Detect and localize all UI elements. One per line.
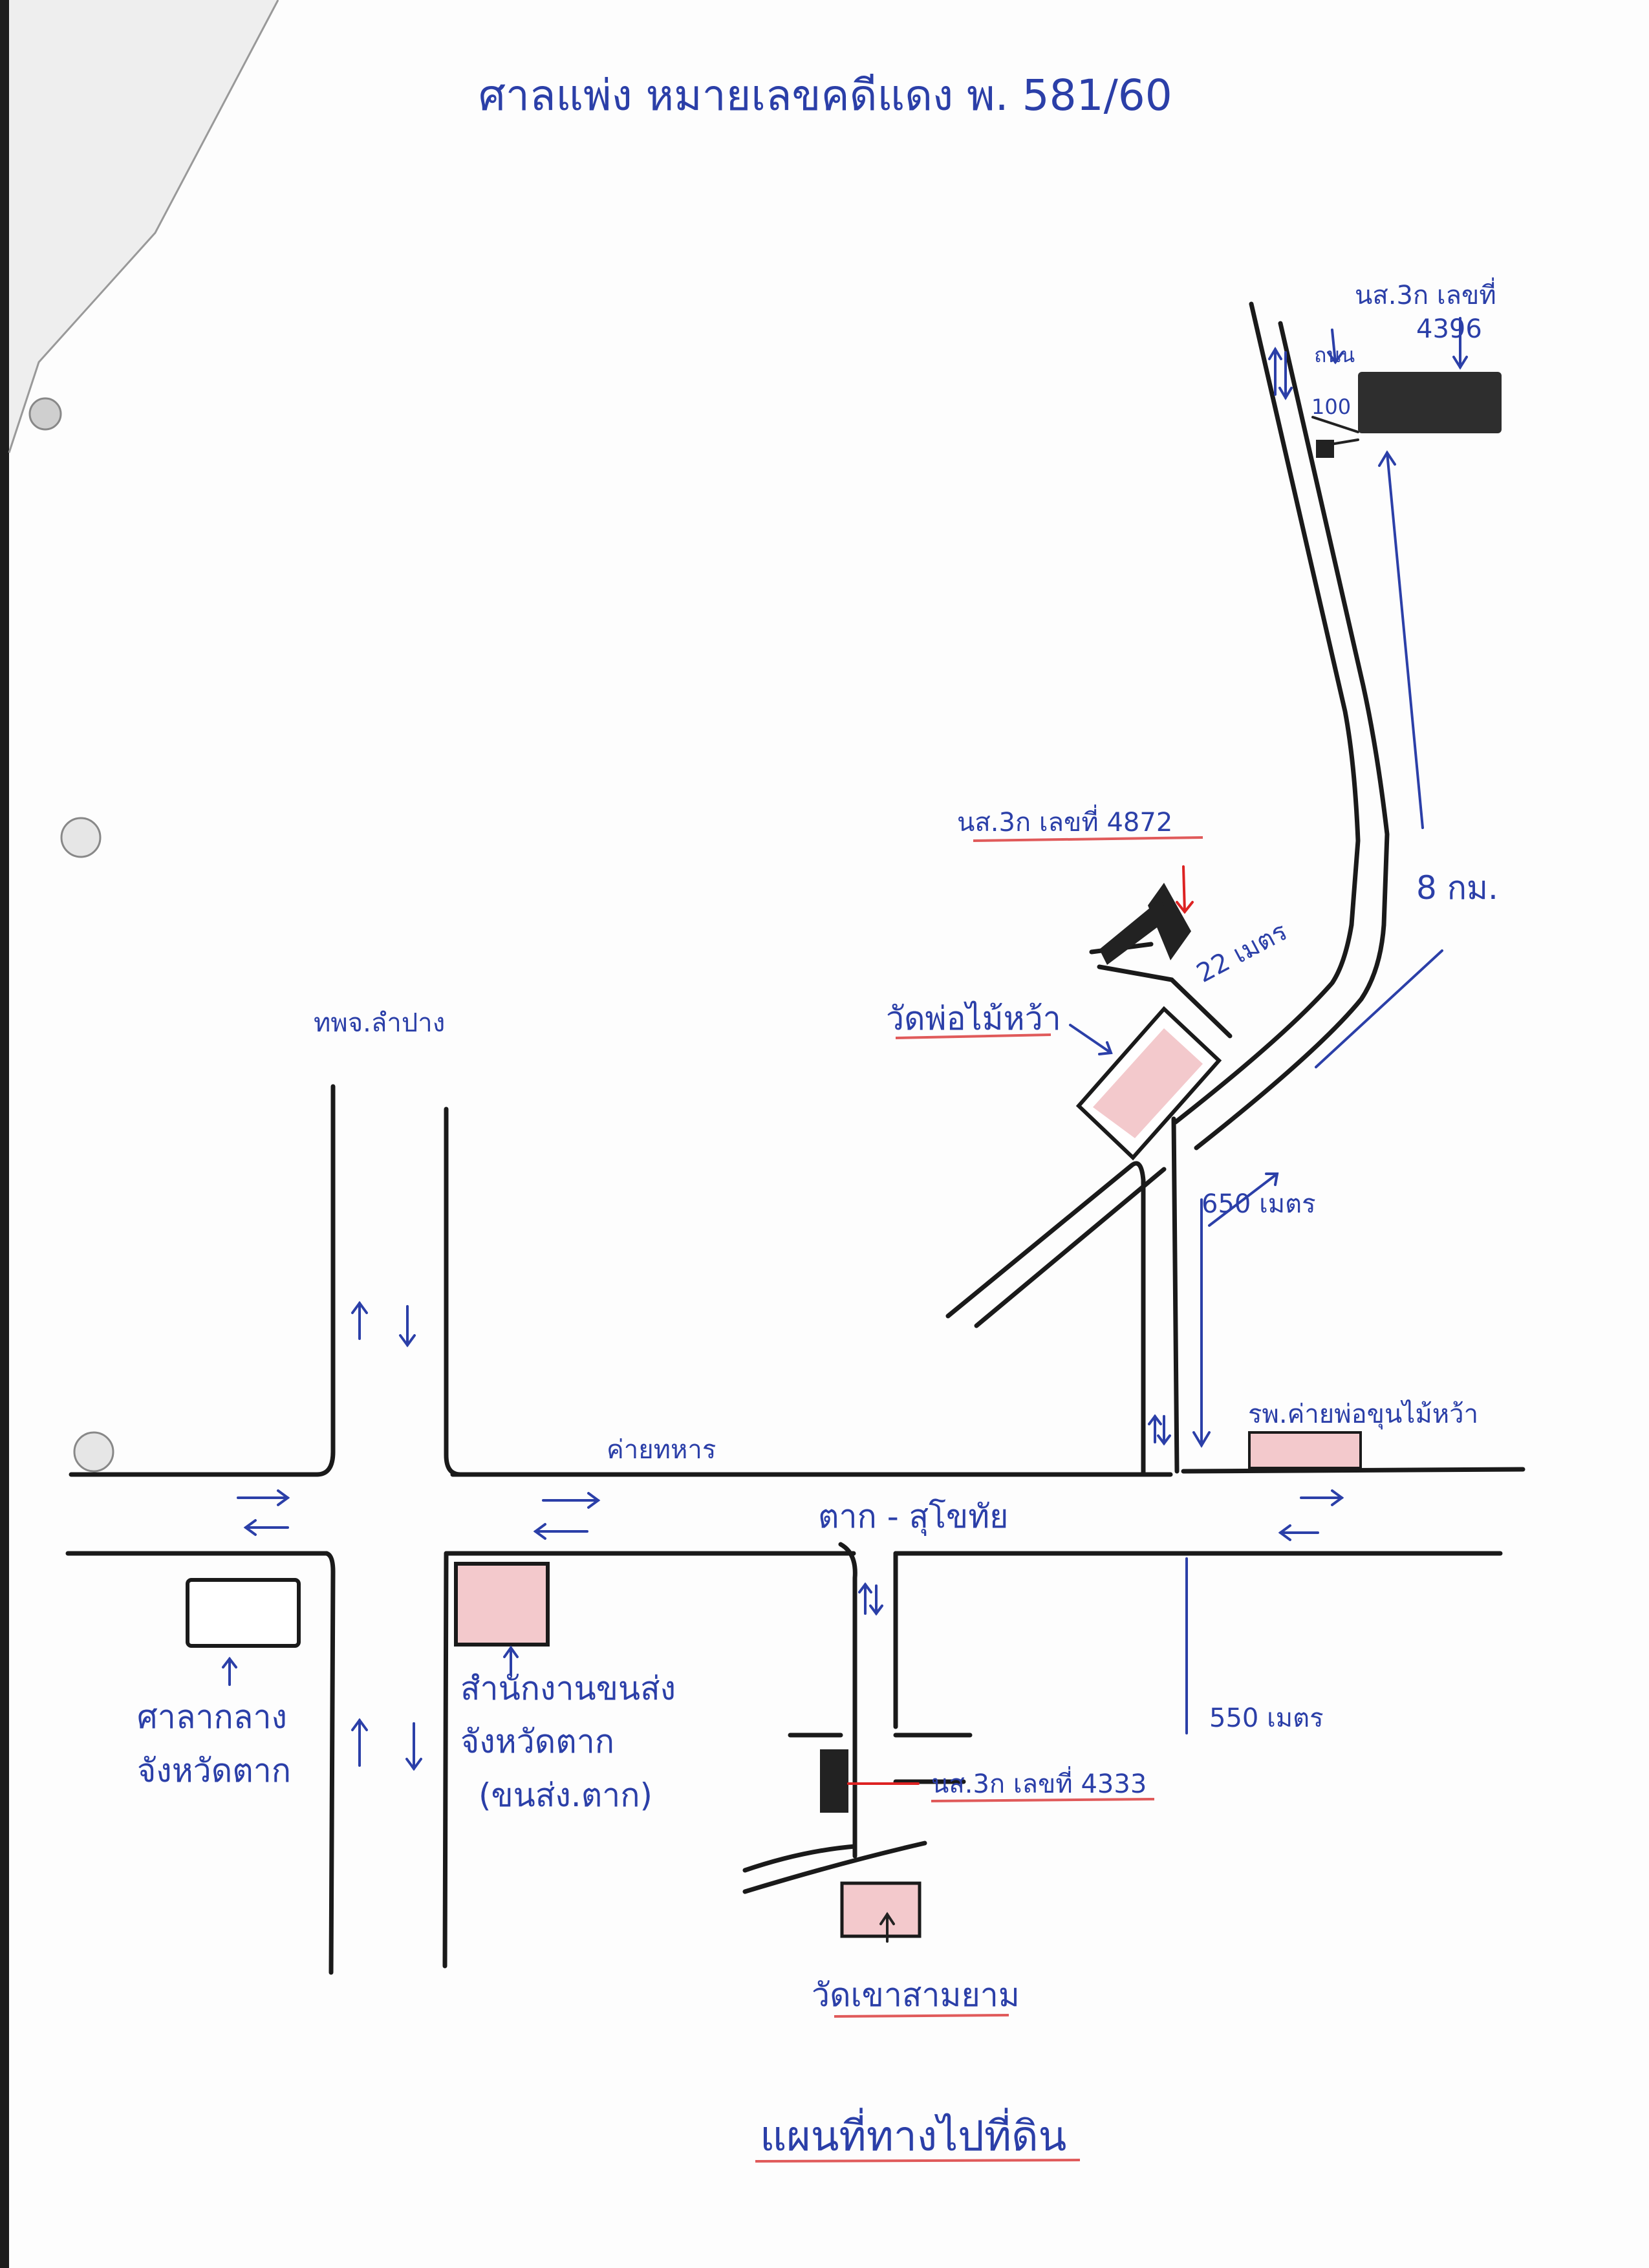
parcel-4396-marker <box>1316 440 1334 458</box>
label-side-road: ถนน <box>1314 343 1355 367</box>
left-vertical-road <box>314 1084 463 1975</box>
arrow-icon <box>1268 347 1282 396</box>
label-temple-pho-mai-wa: วัดพ่อไม้หว้า <box>886 1000 1061 1037</box>
punch-hole-top <box>28 397 62 431</box>
arrow-icon <box>858 1582 872 1615</box>
label-deed-4396-line1: นส.3ก เลขที่ <box>1355 277 1496 310</box>
main-road <box>65 1467 1525 1556</box>
label-hospital-pho-mai-wa: รพ.ค่ายพ่อขุนไม้หว้า <box>1248 1399 1478 1430</box>
right-vertical-road <box>1141 1116 1180 1477</box>
map-footer-title: แผนที่ทางไปที่ดิน <box>760 2108 1066 2161</box>
arrow-icon <box>1148 1414 1162 1443</box>
arrow-icon <box>237 1489 290 1506</box>
arrow-icon <box>1157 1415 1171 1446</box>
diagonal-road <box>945 301 1390 1328</box>
label-transport-office-line2: จังหวัดตาก <box>460 1723 614 1760</box>
label-distance-22m: 22 เมตร <box>1192 916 1292 989</box>
punch-hole-middle <box>60 817 102 858</box>
arrow-icon <box>351 1718 368 1767</box>
arrow-icon <box>243 1519 289 1536</box>
map-title: ศาลแพ่ง หมายเลขคดีแดง พ. 581/60 <box>479 70 1172 120</box>
arrow-icon <box>542 1492 601 1509</box>
arrow-icon <box>1278 351 1293 400</box>
label-temple-bottom: วัดเขาสามยาม <box>812 1976 1020 2014</box>
traffic-arrows <box>237 347 1344 1771</box>
scan-left-edge <box>0 0 9 2268</box>
arrow-icon <box>351 1301 368 1340</box>
arrow-icon <box>1278 1524 1319 1541</box>
label-transport-office-line3: (ขนส่ง.ตาก) <box>479 1777 652 1814</box>
label-side-road-value: 100 <box>1311 394 1351 419</box>
bottom-center-road <box>742 1542 973 1894</box>
arrow-icon <box>405 1722 422 1771</box>
folded-corner-edge <box>8 0 279 453</box>
transport-office-building <box>454 1562 550 1647</box>
label-distance-550m: 550 เมตร <box>1209 1703 1324 1733</box>
label-provincial-hall-line1: ศาลากลาง <box>137 1698 287 1736</box>
temple-pho-mai-wa-building <box>1075 1006 1222 1161</box>
label-army-camp: ค่ายทหาร <box>607 1435 716 1465</box>
temple-bottom-building <box>840 1881 921 1938</box>
arrow-icon <box>1300 1489 1344 1506</box>
label-transport-office-line1: สำนักงานขนส่ง <box>460 1670 676 1707</box>
provincial-hall-building <box>186 1578 301 1648</box>
folded-corner <box>9 0 278 453</box>
punch-hole-bottom <box>73 1431 114 1473</box>
parcel-4872-strip <box>1099 899 1169 965</box>
red-pointers <box>847 865 1194 1785</box>
label-deed-4872: นส.3ก เลขที่ 4872 <box>957 805 1172 837</box>
arrow-icon <box>533 1523 588 1540</box>
arrow-icon <box>869 1584 883 1616</box>
label-distance-650m: 650 เมตร <box>1202 1189 1316 1219</box>
label-underlines <box>755 836 1203 2163</box>
distance-lines <box>222 317 1468 1943</box>
parcel-4396-block <box>1358 372 1502 433</box>
label-provincial-hall-line2: จังหวัดตาก <box>137 1752 291 1789</box>
label-hospital-lampang: ทพจ.ลำปาง <box>314 1008 445 1038</box>
label-main-road: ตาก - สุโขทัย <box>818 1498 1008 1536</box>
parcel-4333-block <box>820 1749 848 1813</box>
label-deed-4396-line2: 4396 <box>1416 314 1482 344</box>
label-deed-4333: นส.3ก เลขที่ 4333 <box>931 1766 1147 1799</box>
label-distance-8km: 8 กม. <box>1416 869 1498 907</box>
hospital-building <box>1248 1431 1362 1469</box>
arrow-icon <box>399 1305 416 1348</box>
